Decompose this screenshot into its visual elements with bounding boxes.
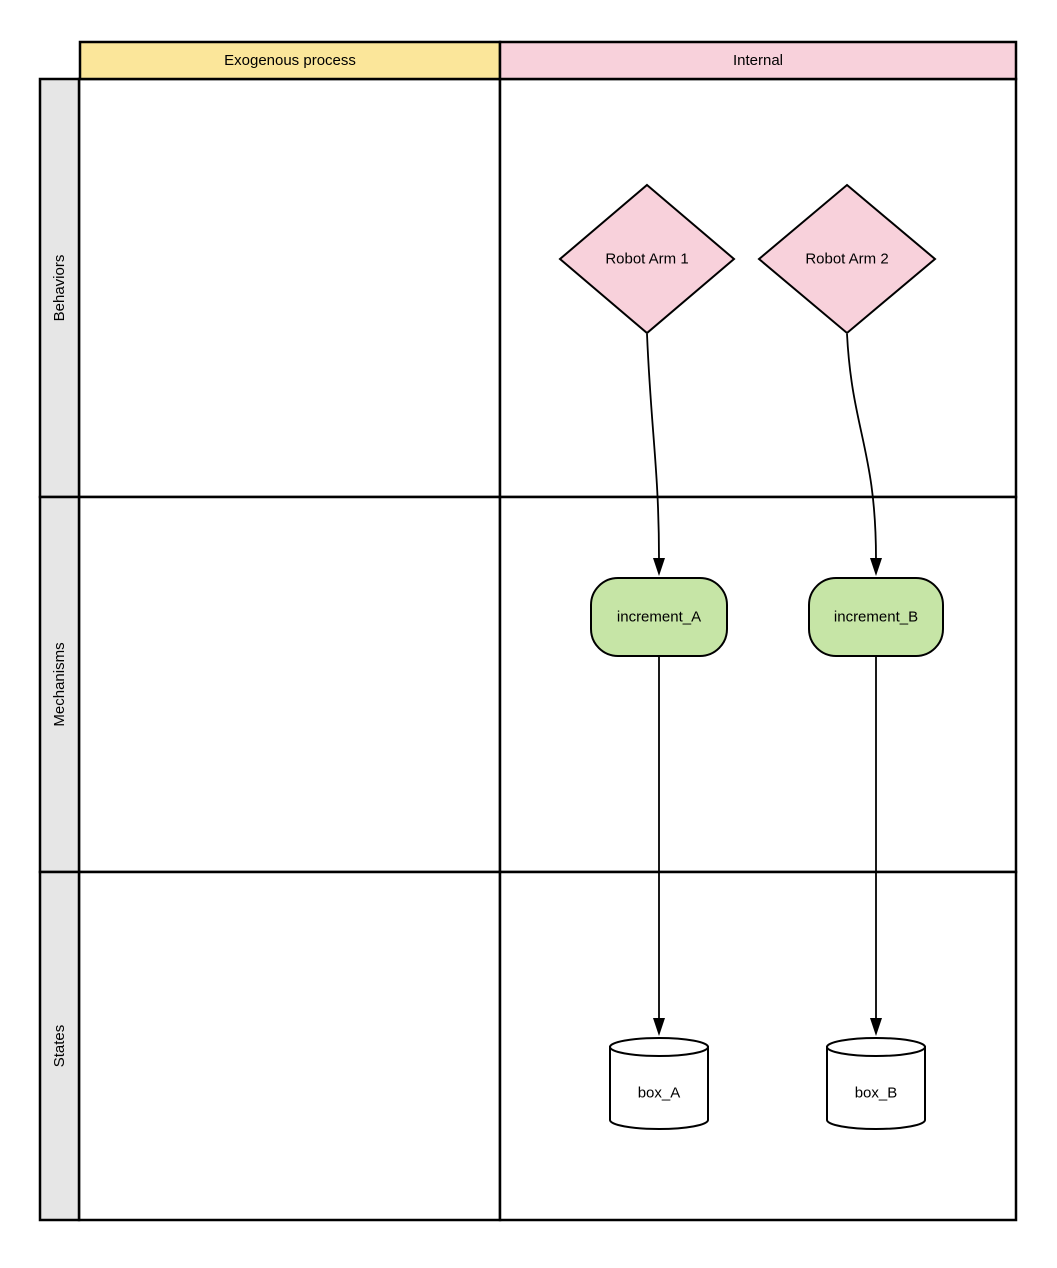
cylinder-top[interactable] xyxy=(826,1037,926,1057)
rounded-process-shape[interactable] xyxy=(590,577,728,657)
cell-internal-mechanisms xyxy=(498,495,1018,874)
node-label: box_B xyxy=(855,1085,898,1102)
arrowhead-icon xyxy=(653,558,665,576)
rounded-process-shape[interactable] xyxy=(808,577,944,657)
node-label: increment_B xyxy=(834,609,918,626)
cylinder-body[interactable] xyxy=(826,1046,926,1130)
edge-line xyxy=(646,333,660,560)
nodes: Robot Arm 1 Robot Arm 2 increment_A incr… xyxy=(558,183,944,1130)
cell-exogenous-states xyxy=(77,870,502,1222)
edge-increment-b-to-box-b xyxy=(870,656,882,1036)
arrowhead-icon xyxy=(653,1018,665,1036)
cell-exogenous-behaviors xyxy=(77,77,502,499)
row-header-states xyxy=(38,870,81,1222)
node-box-a[interactable]: box_A xyxy=(609,1037,709,1130)
cylinder-body[interactable] xyxy=(609,1046,709,1130)
arrowhead-icon xyxy=(870,558,882,576)
edge-robot-arm-1-to-increment-a xyxy=(646,333,665,576)
column-header-exogenous xyxy=(78,40,502,81)
column-header-exogenous-label: Exogenous process xyxy=(224,52,356,69)
cell-internal-behaviors xyxy=(498,77,1018,499)
node-label: Robot Arm 1 xyxy=(605,251,688,268)
swimlane-table xyxy=(38,40,1018,1222)
swimlane-labels: Exogenous process Internal Behaviors Mec… xyxy=(51,52,783,1067)
node-increment-b[interactable]: increment_B xyxy=(808,577,944,657)
node-robot-arm-2[interactable]: Robot Arm 2 xyxy=(757,183,937,335)
node-label: box_A xyxy=(638,1085,681,1102)
row-header-mechanisms xyxy=(38,495,81,874)
row-header-states-label: States xyxy=(51,1025,68,1068)
edge-robot-arm-2-to-increment-b xyxy=(846,333,882,576)
arrowhead-icon xyxy=(870,1018,882,1036)
node-increment-a[interactable]: increment_A xyxy=(590,577,728,657)
cylinder-top[interactable] xyxy=(609,1037,709,1057)
node-box-b[interactable]: box_B xyxy=(826,1037,926,1130)
edges xyxy=(646,333,882,1036)
node-label: increment_A xyxy=(617,609,701,626)
edge-increment-a-to-box-a xyxy=(653,656,665,1036)
edge-line xyxy=(846,333,877,560)
diamond-shape[interactable] xyxy=(757,183,937,335)
diamond-shape[interactable] xyxy=(558,183,736,335)
column-header-internal xyxy=(498,40,1018,81)
node-label: Robot Arm 2 xyxy=(805,251,888,268)
cell-exogenous-mechanisms xyxy=(77,495,502,874)
node-robot-arm-1[interactable]: Robot Arm 1 xyxy=(558,183,736,335)
row-header-mechanisms-label: Mechanisms xyxy=(51,642,68,726)
row-header-behaviors-label: Behaviors xyxy=(51,255,68,322)
column-header-internal-label: Internal xyxy=(733,52,783,69)
cell-internal-states xyxy=(498,870,1018,1222)
